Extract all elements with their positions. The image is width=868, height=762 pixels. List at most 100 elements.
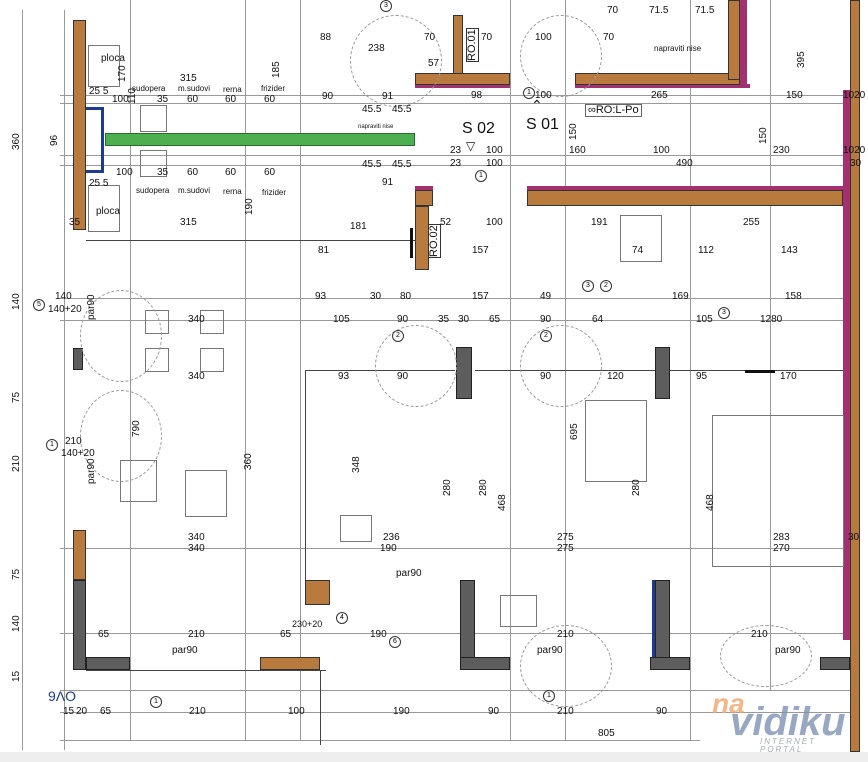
dim: 340: [188, 532, 205, 543]
dim: 90: [322, 91, 334, 102]
dim: 157: [472, 291, 489, 302]
dim: 185: [271, 61, 282, 78]
dim: 70: [424, 32, 436, 43]
dim: 280: [631, 479, 642, 496]
dim: 110: [127, 88, 138, 104]
dim: 74: [632, 245, 644, 256]
dim: 90: [540, 314, 552, 325]
dim: 170: [117, 65, 128, 82]
dim: 140: [55, 291, 72, 302]
dim: 190: [244, 198, 255, 215]
dim: 150: [568, 123, 579, 140]
dim: 210: [751, 629, 768, 640]
dim: 93: [338, 371, 350, 382]
dim: 60: [187, 94, 199, 105]
dim: 100: [112, 94, 129, 105]
label-rerna: rerna: [223, 85, 242, 94]
dim: 210: [189, 706, 206, 717]
dim: 150: [786, 90, 803, 101]
window-marker: 6: [389, 636, 401, 648]
wall: [415, 206, 429, 270]
dim: 25 5: [89, 86, 109, 97]
watermark-text: na: [712, 688, 745, 719]
dim: 340: [188, 314, 205, 325]
dim: 90: [540, 371, 552, 382]
dim: 100: [535, 90, 552, 101]
column: [655, 347, 670, 399]
dim: 15: [63, 706, 75, 717]
dim: 190: [393, 706, 410, 717]
dim: 45.5: [392, 159, 412, 170]
dim: 105: [696, 314, 713, 325]
door-marker: 3: [718, 307, 730, 319]
label-par90: par90: [172, 645, 198, 656]
door-marker: 1: [523, 87, 535, 99]
dim: 150: [758, 127, 769, 144]
dim: 468: [705, 494, 716, 511]
section-arrow-s01: ⌃: [531, 97, 543, 113]
tag-ro02: RO.02: [428, 224, 441, 258]
watermark-logo: na vidiku INTERNET PORTAL: [700, 688, 860, 754]
dim: 90: [656, 706, 668, 717]
window-marker: 5: [33, 299, 45, 311]
dim: 191: [591, 217, 608, 228]
dim: 695: [569, 423, 580, 440]
dim: 315: [180, 73, 197, 84]
watermark-text: vidiku: [730, 700, 846, 744]
dim: 88: [320, 32, 332, 43]
dim: 65: [100, 706, 112, 717]
dim: 60: [264, 167, 276, 178]
label-msudovi: m.sudovi: [178, 186, 211, 195]
column: [460, 580, 475, 668]
dim: 100: [116, 167, 133, 178]
label-msudovi: m.sudovi: [178, 84, 211, 93]
dim: 75: [11, 391, 22, 403]
dim: 170: [780, 371, 797, 382]
dim: 805: [598, 728, 615, 739]
wall: [73, 20, 86, 230]
dim: 20: [76, 706, 88, 717]
door-marker: 2: [392, 330, 404, 342]
dim: 30: [850, 158, 862, 169]
dim: 64: [592, 314, 604, 325]
dim: 71.5: [649, 5, 669, 16]
dim: 60: [264, 94, 276, 105]
dim: 35: [157, 94, 169, 105]
room-label-s01: S 01: [526, 116, 559, 133]
dim: 75: [11, 568, 22, 580]
dim: 1020: [843, 90, 866, 101]
dim: 35: [157, 167, 169, 178]
dim: 790: [131, 420, 142, 437]
label-rerna: rerna: [223, 187, 242, 196]
dim: 23: [450, 145, 462, 156]
label-par90: par90: [86, 458, 97, 484]
dim: 140: [11, 615, 22, 632]
wall: [260, 657, 320, 670]
dim: 112: [698, 245, 714, 256]
dim: 30: [458, 314, 470, 325]
column: [73, 580, 86, 670]
dim: 190: [380, 543, 397, 554]
installation-shaft: [105, 133, 415, 146]
dim: 158: [785, 291, 802, 302]
dim: 60: [225, 94, 237, 105]
label-napraviti-nise: napraviti nise: [654, 44, 702, 53]
dim: 93: [315, 291, 327, 302]
dim: 100: [486, 217, 503, 228]
dim: 1280: [760, 314, 783, 325]
dim: 340: [188, 543, 205, 554]
dim: 169: [672, 291, 689, 302]
label-par90: par90: [86, 294, 97, 320]
dim: 255: [743, 217, 760, 228]
dim: 95: [696, 371, 708, 382]
dim: 280: [442, 479, 453, 496]
dim: 1020: [843, 145, 866, 156]
column: [86, 657, 130, 670]
dim: 340: [188, 371, 205, 382]
wall: [453, 15, 463, 75]
dim: 275: [557, 543, 574, 554]
column: [650, 657, 690, 670]
window-marker: 1: [543, 690, 555, 702]
dim: 230: [773, 145, 790, 156]
dim: 52: [440, 217, 452, 228]
